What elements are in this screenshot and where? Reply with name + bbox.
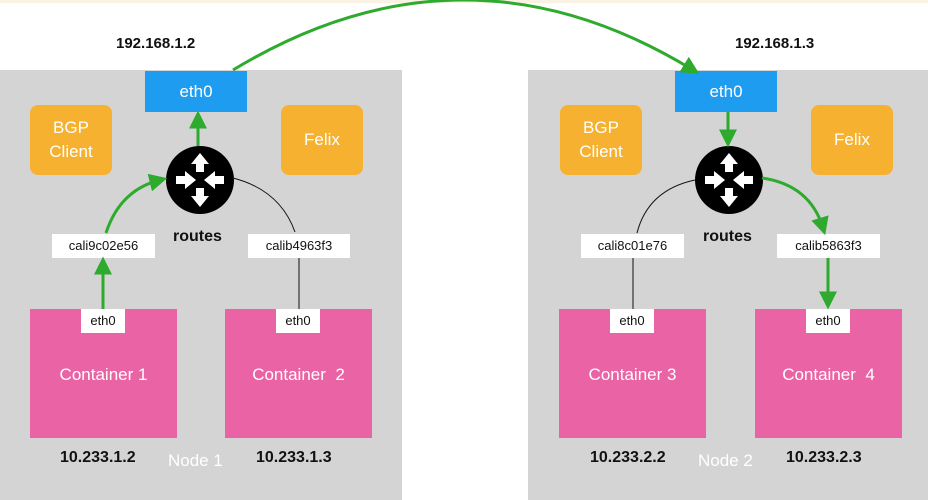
container-4-ip: 10.233.2.3: [786, 449, 862, 466]
node-1-host-ip: 192.168.1.2: [116, 35, 196, 52]
node-1-routes-label: routes: [173, 228, 222, 245]
container-3-ip: 10.233.2.2: [590, 449, 666, 466]
node-1-felix: Felix: [281, 105, 363, 175]
container-4-eth0: eth0: [806, 309, 850, 333]
node-2-host-ip: 192.168.1.3: [735, 35, 815, 52]
container-4-name: Container 4: [782, 365, 875, 384]
node-2-label: Node 2: [698, 451, 753, 470]
node-1-veth-2: calib4963f3: [248, 234, 350, 258]
node-2-host-eth0: eth0: [675, 71, 777, 112]
router-icon: [694, 145, 764, 215]
node-2-bgp-client: BGP Client: [560, 105, 642, 175]
node-2-felix: Felix: [811, 105, 893, 175]
container-3-eth0: eth0: [610, 309, 654, 333]
node-1-veth-1: cali9c02e56: [52, 234, 155, 258]
felix-label: Felix: [834, 130, 870, 149]
top-border: [0, 0, 928, 3]
node-2-routes-label: routes: [703, 228, 752, 245]
container-4: eth0 Container 4: [755, 309, 902, 438]
node-1-host-eth0: eth0: [145, 71, 247, 112]
felix-label: Felix: [304, 130, 340, 149]
bgp-client-line2: Client: [579, 142, 623, 161]
router-icon: [165, 145, 235, 215]
container-1: eth0 Container 1: [30, 309, 177, 438]
container-2-ip: 10.233.1.3: [256, 449, 332, 466]
container-2-name: Container 2: [252, 365, 345, 384]
container-1-name: Container 1: [59, 365, 148, 384]
node-2-veth-1: cali8c01e76: [581, 234, 684, 258]
container-2-eth0: eth0: [276, 309, 320, 333]
container-1-ip: 10.233.1.2: [60, 449, 136, 466]
bgp-client-line2: Client: [49, 142, 93, 161]
container-3-name: Container 3: [588, 365, 677, 384]
bgp-client-line1: BGP: [53, 118, 89, 137]
bgp-client-line1: BGP: [583, 118, 619, 137]
container-2: eth0 Container 2: [225, 309, 372, 438]
node-1-bgp-client: BGP Client: [30, 105, 112, 175]
container-1-eth0: eth0: [81, 309, 125, 333]
host-to-host-path: [232, 0, 700, 74]
container-3: eth0 Container 3: [559, 309, 706, 438]
node-1-label: Node 1: [168, 451, 223, 470]
node-2-veth-2: calib5863f3: [777, 234, 880, 258]
